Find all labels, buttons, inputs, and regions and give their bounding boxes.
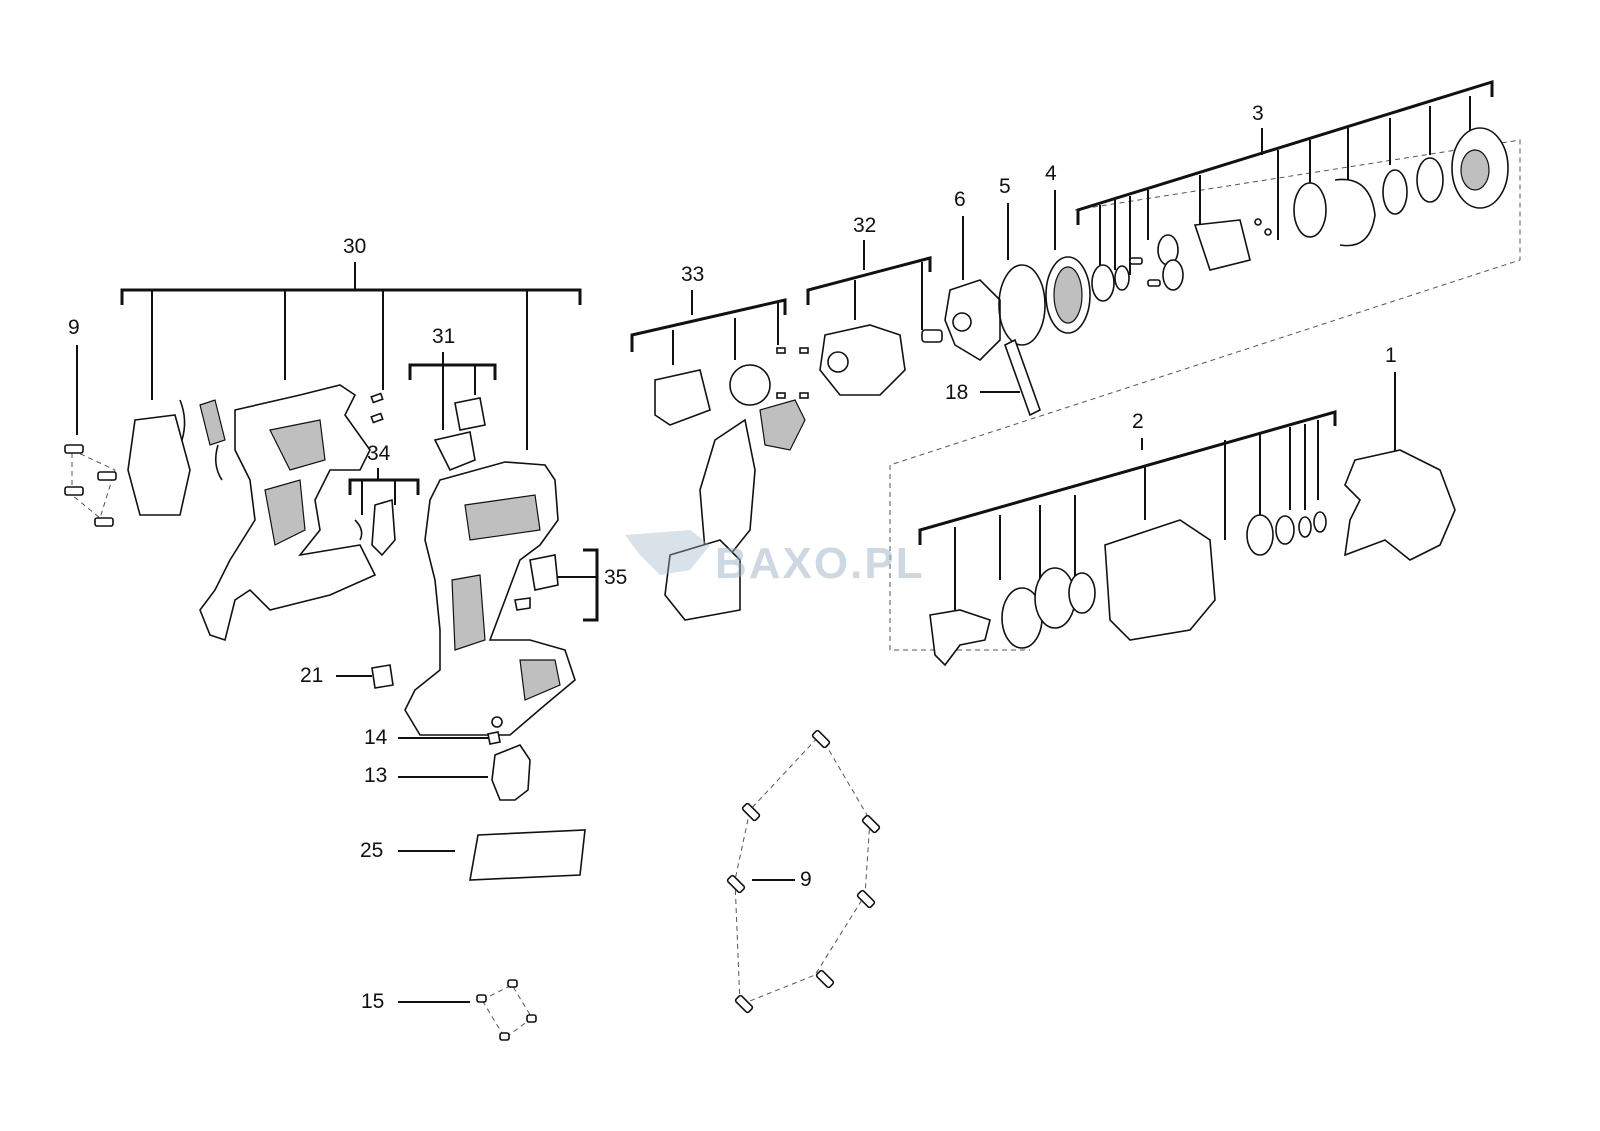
group-30: 30: [120, 235, 582, 642]
label-plate: [469, 829, 586, 881]
screws-9-bottom: 9: [726, 729, 881, 1014]
group-35: 35: [514, 548, 627, 622]
label-15: 15: [361, 990, 384, 1013]
label-2: 2: [1132, 410, 1144, 433]
front-nose-cover: [1344, 449, 1456, 561]
label-21: 21: [300, 664, 323, 687]
label-4: 4: [1045, 162, 1057, 185]
label-5: 5: [999, 175, 1011, 198]
parts-6-5-4-18: 6 5 4 18: [944, 162, 1091, 417]
watermark: BAXO.PL: [625, 530, 925, 588]
label-18: 18: [945, 381, 968, 404]
belt-clip: [491, 744, 531, 801]
group-33: 33: [630, 263, 809, 621]
label-3: 3: [1252, 102, 1264, 125]
screws-9-left: 9: [64, 316, 117, 527]
assembly-outline: [889, 139, 1521, 651]
watermark-text: BAXO.PL: [715, 539, 925, 588]
label-35: 35: [604, 566, 627, 589]
housing-half-right: [404, 461, 576, 736]
label-1: 1: [1385, 344, 1397, 367]
group-32: 32: [806, 214, 943, 396]
group-3: 3: [1076, 79, 1509, 302]
label-34: 34: [367, 442, 391, 465]
label-30: 30: [343, 235, 366, 258]
group-34: 34: [348, 442, 420, 557]
label-33: 33: [681, 263, 704, 286]
switch-cover: [127, 414, 191, 516]
label-32: 32: [853, 214, 876, 237]
label-9a: 9: [68, 316, 80, 339]
group-31: 31: [408, 325, 497, 472]
battery-terminal: [664, 539, 741, 621]
label-13: 13: [364, 764, 387, 787]
group-2: 2: [918, 410, 1337, 667]
label-9b: 9: [800, 868, 812, 891]
gear-housing: [1104, 519, 1216, 641]
label-14: 14: [364, 726, 388, 749]
label-31: 31: [432, 325, 455, 348]
label-6: 6: [954, 188, 966, 211]
part-1: 1: [1344, 344, 1456, 561]
small-parts-bottom: 21 14 13 25 15: [300, 664, 586, 1041]
label-25: 25: [360, 839, 383, 862]
